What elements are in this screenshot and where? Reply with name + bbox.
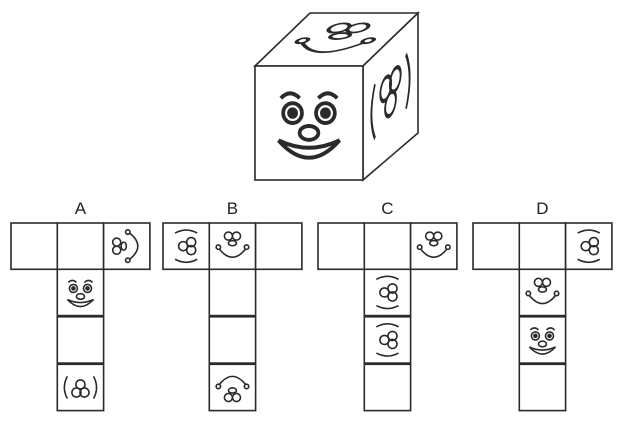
- option-a[interactable]: A: [10, 199, 151, 412]
- net-cell-col-1: [518, 315, 567, 364]
- option-c[interactable]: C: [317, 199, 458, 412]
- net-cell-col-2: [363, 363, 412, 412]
- option-label: D: [536, 199, 548, 218]
- net-cell-top-1: [363, 222, 412, 271]
- net-cell-col-0: [208, 268, 257, 317]
- net-cell-col-1: [208, 315, 257, 364]
- net-cell-top-0: [10, 222, 59, 271]
- net-cell-top-2: [254, 222, 303, 271]
- net-cell-col-0: [56, 268, 105, 317]
- net-cell-top-1: [56, 222, 105, 271]
- net-cell-col-1: [56, 315, 105, 364]
- net-cell-col-2: [518, 363, 567, 412]
- option-b[interactable]: B: [162, 199, 303, 412]
- cube-front-face: [254, 65, 364, 181]
- option-label: A: [75, 199, 87, 218]
- net-cell-top-0: [317, 222, 366, 271]
- cube: [253, 11, 420, 182]
- option-label: B: [227, 199, 238, 218]
- option-d[interactable]: D: [472, 199, 613, 412]
- net-cell-top-1: [518, 222, 567, 271]
- option-label: C: [381, 199, 393, 218]
- net-cell-top-0: [472, 222, 521, 271]
